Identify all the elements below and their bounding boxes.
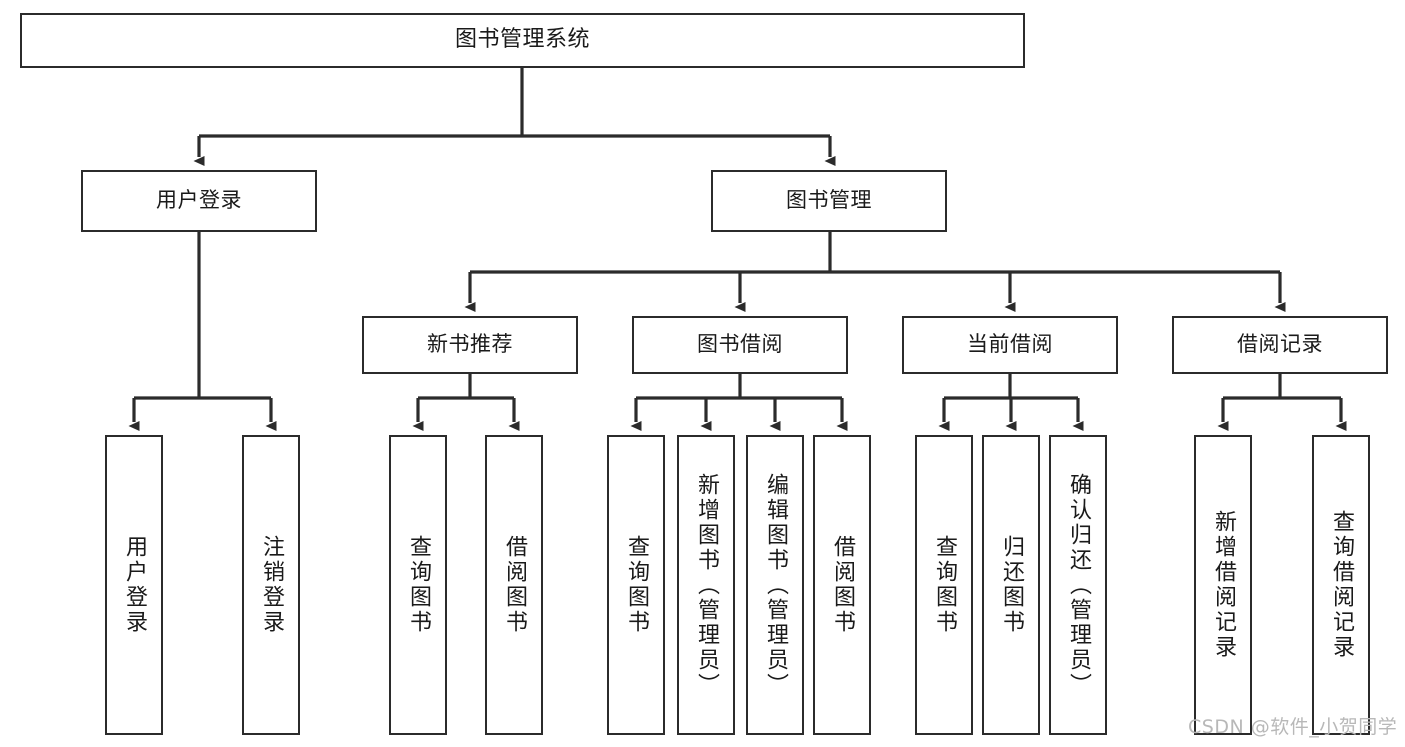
node-current-borrow-label: 当前借阅 [967, 332, 1053, 357]
node-leaf-query-book-3[interactable]: 查询图书 [915, 435, 973, 735]
node-leaf-add-book-label: 新增图书（管理员） [694, 472, 719, 698]
node-leaf-add-record-label: 新增借阅记录 [1211, 510, 1236, 660]
node-leaf-borrow-book-2-label: 借阅图书 [830, 535, 855, 635]
node-leaf-add-book[interactable]: 新增图书（管理员） [677, 435, 735, 735]
node-new-book-recommend[interactable]: 新书推荐 [362, 316, 578, 374]
node-book-management[interactable]: 图书管理 [711, 170, 947, 232]
node-borrow-record[interactable]: 借阅记录 [1172, 316, 1388, 374]
node-book-management-label: 图书管理 [786, 188, 872, 213]
node-leaf-borrow-book-2[interactable]: 借阅图书 [813, 435, 871, 735]
node-book-borrow-label: 图书借阅 [697, 332, 783, 357]
node-leaf-borrow-book-1-label: 借阅图书 [502, 535, 527, 635]
node-leaf-logout-label: 注销登录 [259, 535, 284, 635]
edge-root-to-level2 [193, 68, 836, 166]
node-leaf-return-book-label: 归还图书 [999, 535, 1024, 635]
node-leaf-confirm-return[interactable]: 确认归还（管理员） [1049, 435, 1107, 735]
node-user-login-label: 用户登录 [156, 188, 242, 213]
node-leaf-query-record[interactable]: 查询借阅记录 [1312, 435, 1370, 735]
node-leaf-user-login[interactable]: 用户登录 [105, 435, 163, 735]
node-borrow-record-label: 借阅记录 [1237, 332, 1323, 357]
node-leaf-edit-book[interactable]: 编辑图书（管理员） [746, 435, 804, 735]
node-book-borrow[interactable]: 图书借阅 [632, 316, 848, 374]
node-leaf-return-book[interactable]: 归还图书 [982, 435, 1040, 735]
csdn-watermark: CSDN @软件_小贺同学 [1188, 716, 1398, 738]
node-user-login[interactable]: 用户登录 [81, 170, 317, 232]
node-leaf-query-book-2-label: 查询图书 [624, 535, 649, 635]
node-root-label: 图书管理系统 [454, 27, 590, 53]
edge-book-management-to-level3 [464, 232, 1286, 312]
node-leaf-query-book-2[interactable]: 查询图书 [607, 435, 665, 735]
node-leaf-query-book-1-label: 查询图书 [406, 535, 431, 635]
node-leaf-add-record[interactable]: 新增借阅记录 [1194, 435, 1252, 735]
node-leaf-user-login-label: 用户登录 [122, 535, 147, 635]
node-leaf-query-book-3-label: 查询图书 [932, 535, 957, 635]
edge-book-borrow-to-leaves [630, 374, 848, 431]
node-root[interactable]: 图书管理系统 [20, 13, 1025, 68]
node-new-book-recommend-label: 新书推荐 [427, 332, 513, 357]
node-leaf-logout[interactable]: 注销登录 [242, 435, 300, 735]
node-leaf-query-record-label: 查询借阅记录 [1329, 510, 1354, 660]
node-leaf-borrow-book-1[interactable]: 借阅图书 [485, 435, 543, 735]
edge-user-login-to-leaves [128, 232, 277, 431]
edge-borrow-record-to-leaves [1217, 374, 1347, 431]
edge-current-borrow-to-leaves [938, 374, 1084, 431]
node-current-borrow[interactable]: 当前借阅 [902, 316, 1118, 374]
node-leaf-query-book-1[interactable]: 查询图书 [389, 435, 447, 735]
node-leaf-confirm-return-label: 确认归还（管理员） [1066, 472, 1091, 698]
node-leaf-edit-book-label: 编辑图书（管理员） [763, 472, 788, 698]
edge-new-book-recommend-to-leaves [412, 374, 520, 431]
